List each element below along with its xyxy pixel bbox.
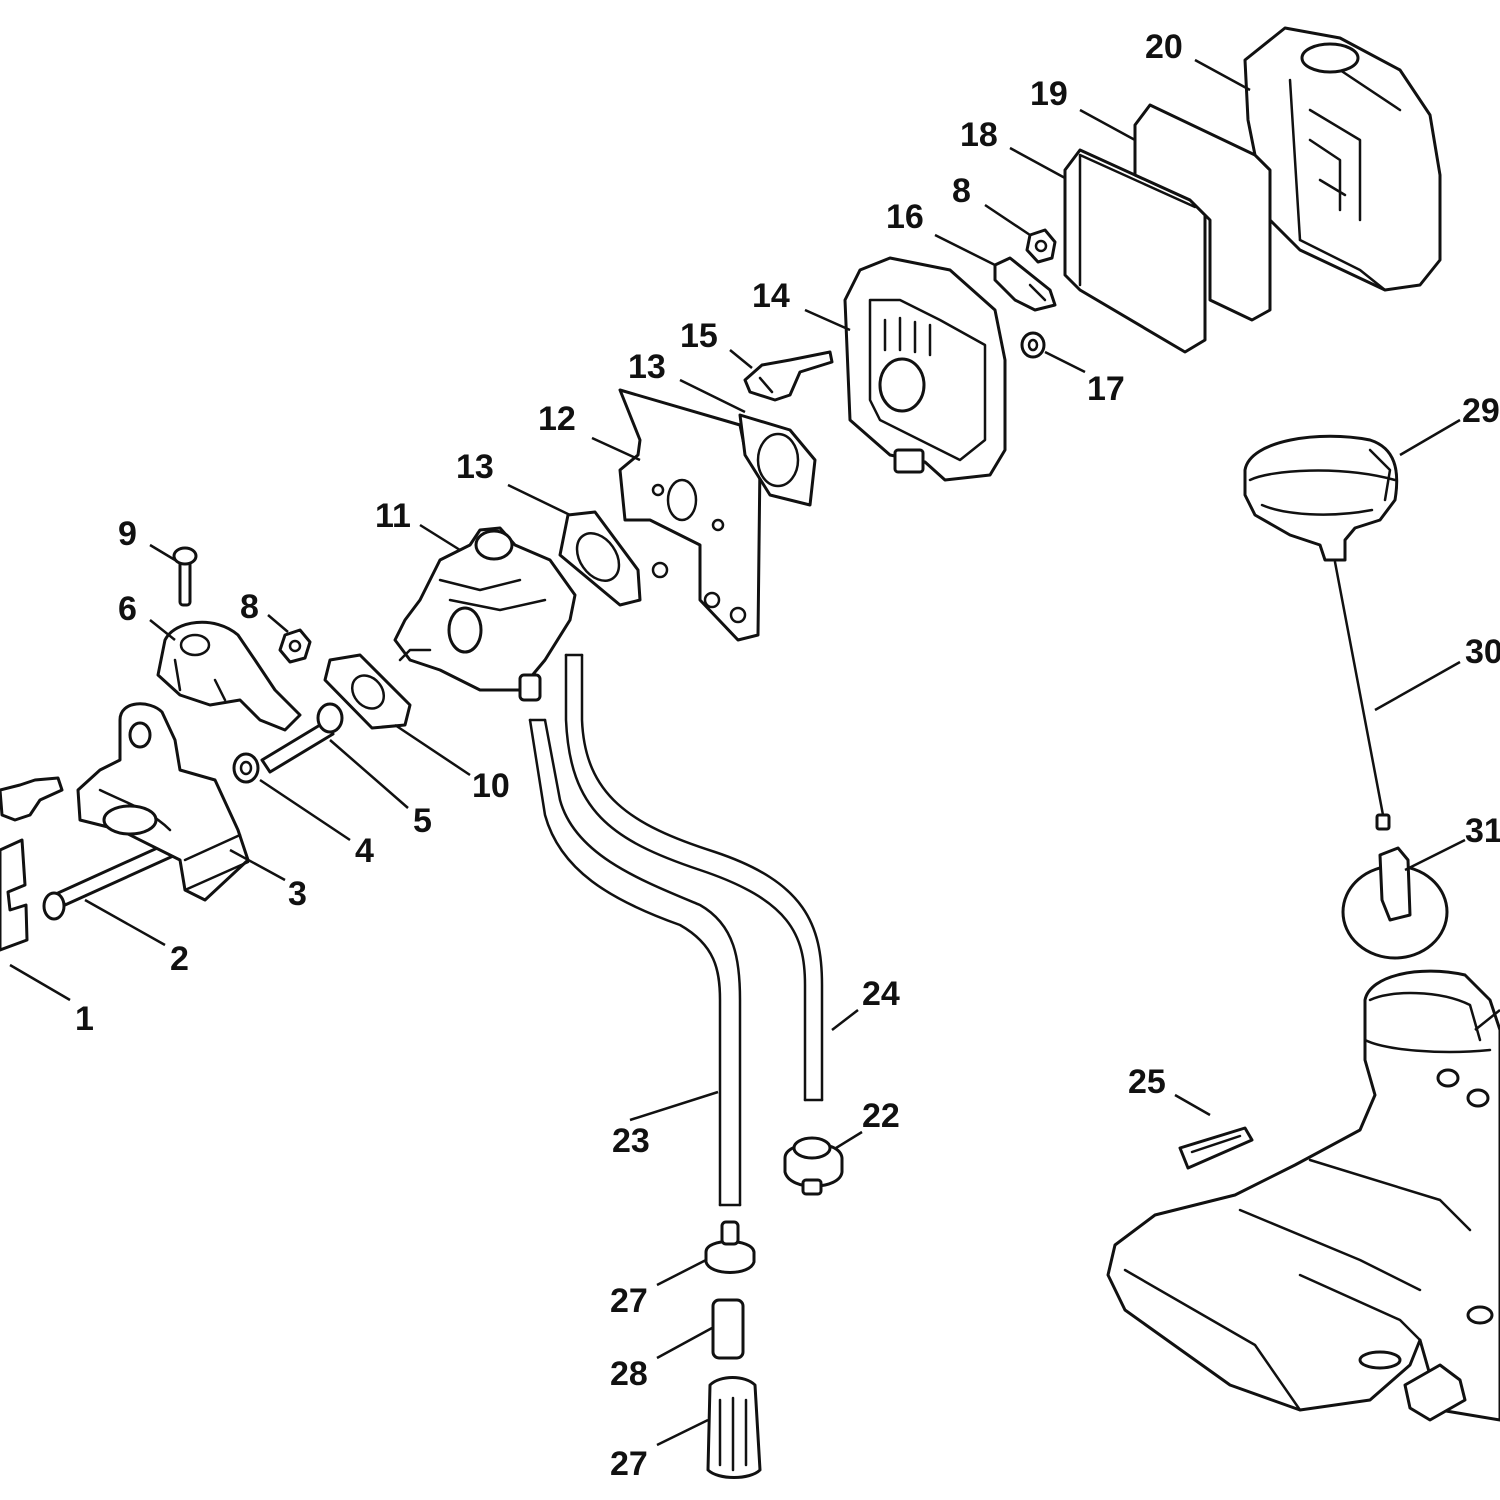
part-28-sleeve bbox=[711, 1298, 745, 1360]
callout-18: 18 bbox=[960, 116, 998, 154]
callout-2: 2 bbox=[170, 940, 189, 978]
callout-labels: 1 2 3 4 5 6 8 9 10 11 12 13 13 14 15 16 … bbox=[75, 28, 1500, 1483]
part-18-filter bbox=[1063, 148, 1207, 354]
callout-17: 17 bbox=[1087, 370, 1125, 408]
part-25-grille bbox=[1178, 1126, 1254, 1170]
part-8-nut-left bbox=[278, 628, 312, 664]
part-10-gasket bbox=[323, 653, 412, 730]
callout-8-right: 8 bbox=[952, 172, 971, 210]
callout-12: 12 bbox=[538, 400, 576, 438]
part-13-gasket-lower bbox=[558, 510, 642, 607]
callout-16: 16 bbox=[886, 198, 924, 236]
fuel-tank bbox=[1106, 969, 1500, 1422]
part-2-long-screw bbox=[42, 838, 184, 921]
part-20-filter-cover bbox=[1243, 26, 1442, 292]
callout-10: 10 bbox=[472, 767, 510, 805]
part-31-retainer bbox=[1341, 846, 1449, 960]
part-16-clip bbox=[993, 256, 1057, 312]
part-22-grommet bbox=[783, 1136, 844, 1196]
part-23-fuel-hose bbox=[528, 718, 742, 1207]
callout-13-upper: 13 bbox=[628, 348, 666, 386]
callout-8-left: 8 bbox=[240, 588, 259, 626]
callout-5: 5 bbox=[413, 802, 432, 840]
part-27-fitting-upper bbox=[704, 1220, 756, 1274]
part-left-screw bbox=[0, 776, 64, 822]
callout-13-lower: 13 bbox=[456, 448, 494, 486]
part-24-impulse-hose bbox=[564, 653, 824, 1102]
part-11-carburetor bbox=[393, 526, 577, 702]
part-12-baffle-plate bbox=[618, 388, 762, 642]
callout-11: 11 bbox=[375, 497, 411, 535]
part-29-fuel-cap bbox=[1243, 434, 1399, 562]
callout-20: 20 bbox=[1145, 28, 1183, 66]
callout-28: 28 bbox=[610, 1355, 648, 1393]
part-27-filter-lower bbox=[706, 1376, 762, 1479]
callout-15: 15 bbox=[680, 317, 718, 355]
part-1-bracket bbox=[0, 838, 29, 952]
callout-19: 19 bbox=[1030, 75, 1068, 113]
part-15-choke-lever bbox=[743, 350, 834, 402]
callout-24: 24 bbox=[862, 975, 900, 1013]
callout-25: 25 bbox=[1128, 1063, 1166, 1101]
part-5-screw bbox=[260, 702, 344, 774]
callout-27-upper: 27 bbox=[610, 1282, 648, 1320]
part-3-flange bbox=[76, 702, 250, 902]
callout-30: 30 bbox=[1465, 633, 1500, 671]
callout-27-lower: 27 bbox=[610, 1445, 648, 1483]
part-small-block bbox=[1403, 1363, 1467, 1422]
callout-29: 29 bbox=[1462, 392, 1500, 430]
callout-6: 6 bbox=[118, 590, 137, 628]
part-6-housing bbox=[156, 620, 302, 732]
part-4-washer bbox=[232, 752, 260, 784]
callout-23: 23 bbox=[612, 1122, 650, 1160]
callout-1: 1 bbox=[75, 1000, 94, 1038]
callout-3: 3 bbox=[288, 875, 307, 913]
part-9-screw bbox=[172, 546, 198, 607]
part-13-gasket-upper bbox=[738, 413, 817, 507]
callout-9: 9 bbox=[118, 515, 137, 553]
callout-31: 31 bbox=[1465, 812, 1500, 850]
callout-14: 14 bbox=[752, 277, 790, 315]
callout-22: 22 bbox=[862, 1097, 900, 1135]
callout-4: 4 bbox=[355, 832, 374, 870]
part-30-tether bbox=[1333, 560, 1391, 831]
part-17-washer bbox=[1020, 331, 1046, 359]
part-8-nut-right bbox=[1025, 228, 1057, 264]
part-14-filter-base bbox=[843, 256, 1007, 482]
part-19-filter bbox=[1133, 103, 1272, 322]
leader-lines bbox=[9, 58, 1500, 1447]
